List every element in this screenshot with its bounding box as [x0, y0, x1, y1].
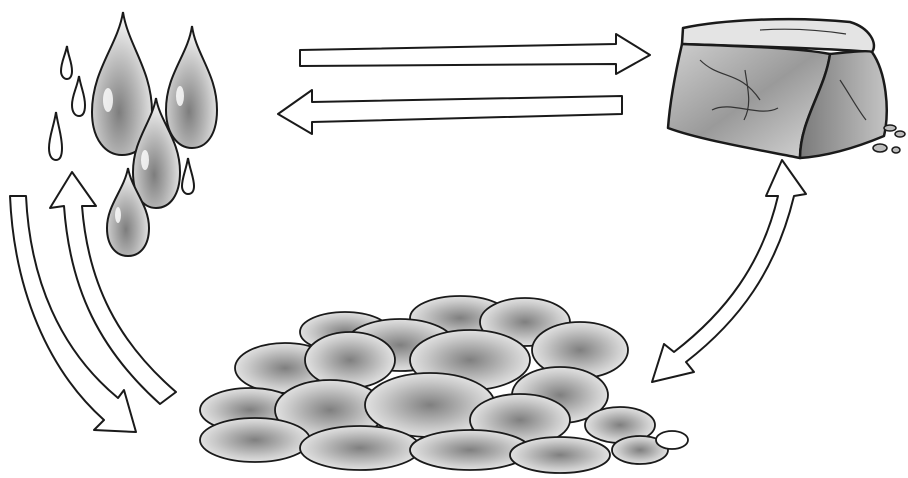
- arrow-steam-ice-bidirectional: [652, 160, 806, 382]
- arrow-water-to-ice: [300, 34, 650, 74]
- droplet-right: [166, 26, 217, 148]
- droplet-small-1: [61, 46, 72, 79]
- arrow-ice-to-water: [278, 90, 622, 134]
- droplet-small-4: [182, 158, 194, 194]
- droplet-small-3: [49, 112, 62, 160]
- ice-cube-icon: [668, 19, 905, 158]
- steam-cloud-icon: [200, 296, 688, 473]
- droplet-small-2: [72, 76, 85, 116]
